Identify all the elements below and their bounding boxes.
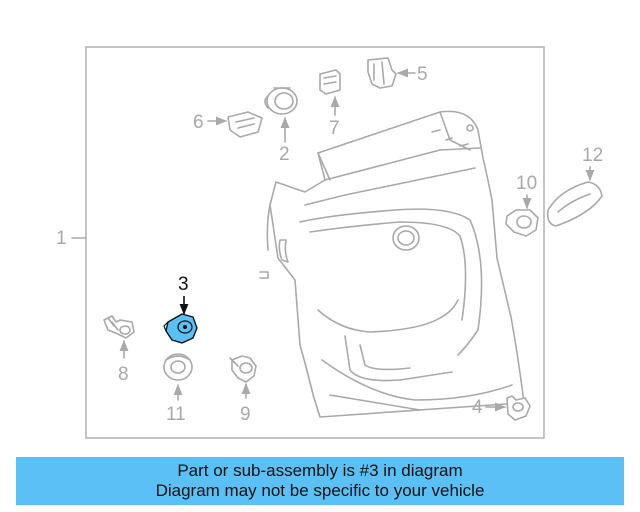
part-4-clip: 4 xyxy=(472,395,531,421)
callout-6: 6 xyxy=(193,112,204,133)
part-11-grommet: 11 xyxy=(163,353,193,425)
assembly-frame xyxy=(85,46,545,439)
callout-5: 5 xyxy=(417,64,428,85)
part-12-handle: 12 xyxy=(546,145,603,227)
part-5-bracket: 5 xyxy=(367,57,428,89)
callout-10: 10 xyxy=(516,173,537,194)
quarter-trim-panel xyxy=(259,110,525,418)
callout-11: 11 xyxy=(166,404,186,425)
callout-2: 2 xyxy=(279,144,290,165)
part-9-push-pin: 9 xyxy=(229,355,257,425)
parts-diagram: 1 2 3 xyxy=(56,46,603,439)
part-7-clip: 7 xyxy=(319,69,341,139)
callout-3: 3 xyxy=(178,274,189,295)
callout-4: 4 xyxy=(472,397,483,418)
banner-line-2: Diagram may not be specific to your vehi… xyxy=(155,481,485,500)
callout-12: 12 xyxy=(582,145,603,166)
callout-9: 9 xyxy=(240,404,251,425)
part-2-clip: 2 xyxy=(264,87,298,165)
callout-8: 8 xyxy=(118,364,129,385)
callout-1: 1 xyxy=(56,228,87,249)
info-banner: Part or sub-assembly is #3 in diagram Di… xyxy=(16,457,624,505)
part-3-clip-highlighted: 3 xyxy=(163,274,198,344)
part-6-retainer: 6 xyxy=(193,111,263,138)
part-10-clip: 10 xyxy=(505,173,539,237)
callout-1-label: 1 xyxy=(56,228,67,249)
banner-line-1: Part or sub-assembly is #3 in diagram xyxy=(177,461,463,480)
part-8-screw: 8 xyxy=(103,315,135,385)
callout-7: 7 xyxy=(329,118,340,139)
